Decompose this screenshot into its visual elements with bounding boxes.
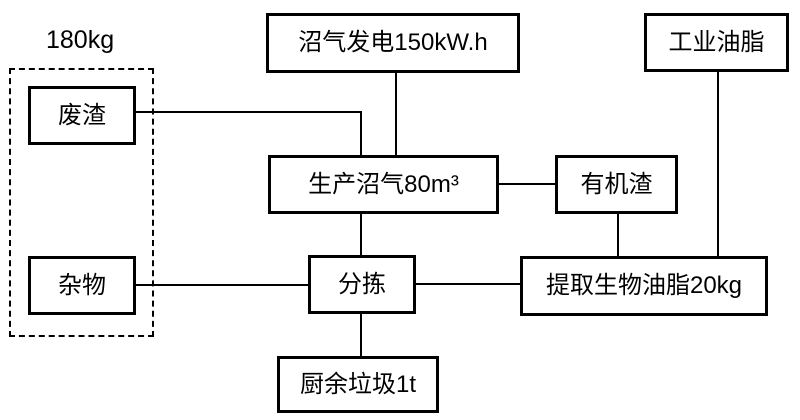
node-waste-residue: 废渣 [28, 86, 136, 145]
edge-sorting-to-kitchen-waste [360, 313, 362, 358]
node-industrial-grease: 工业油脂 [644, 13, 789, 72]
node-sundries: 杂物 [28, 256, 136, 315]
node-organic-residue: 有机渣 [555, 155, 678, 214]
node-produce-biogas: 生产沼气80m³ [268, 155, 499, 214]
group-box-180kg [9, 68, 154, 337]
edge-sundries-to-sorting [135, 284, 310, 286]
edge-waste-residue-to-produce-biogas-h [135, 111, 362, 113]
node-biogas-power: 沼气发电150kW.h [266, 13, 520, 73]
node-kitchen-waste: 厨余垃圾1t [277, 356, 439, 413]
edge-produce-biogas-to-organic-residue [498, 183, 557, 185]
edge-waste-residue-to-produce-biogas-v [360, 111, 362, 157]
edge-biogas-power-to-produce-biogas [395, 72, 397, 157]
edge-organic-residue-to-extract [617, 213, 619, 258]
node-extract-bio-grease: 提取生物油脂20kg [520, 256, 768, 316]
edge-industrial-grease-to-extract [717, 71, 719, 258]
edge-produce-biogas-to-sorting [360, 213, 362, 257]
group-label-180kg: 180kg [46, 26, 115, 54]
edge-sorting-to-extract [415, 283, 522, 285]
node-sorting: 分拣 [308, 255, 416, 314]
